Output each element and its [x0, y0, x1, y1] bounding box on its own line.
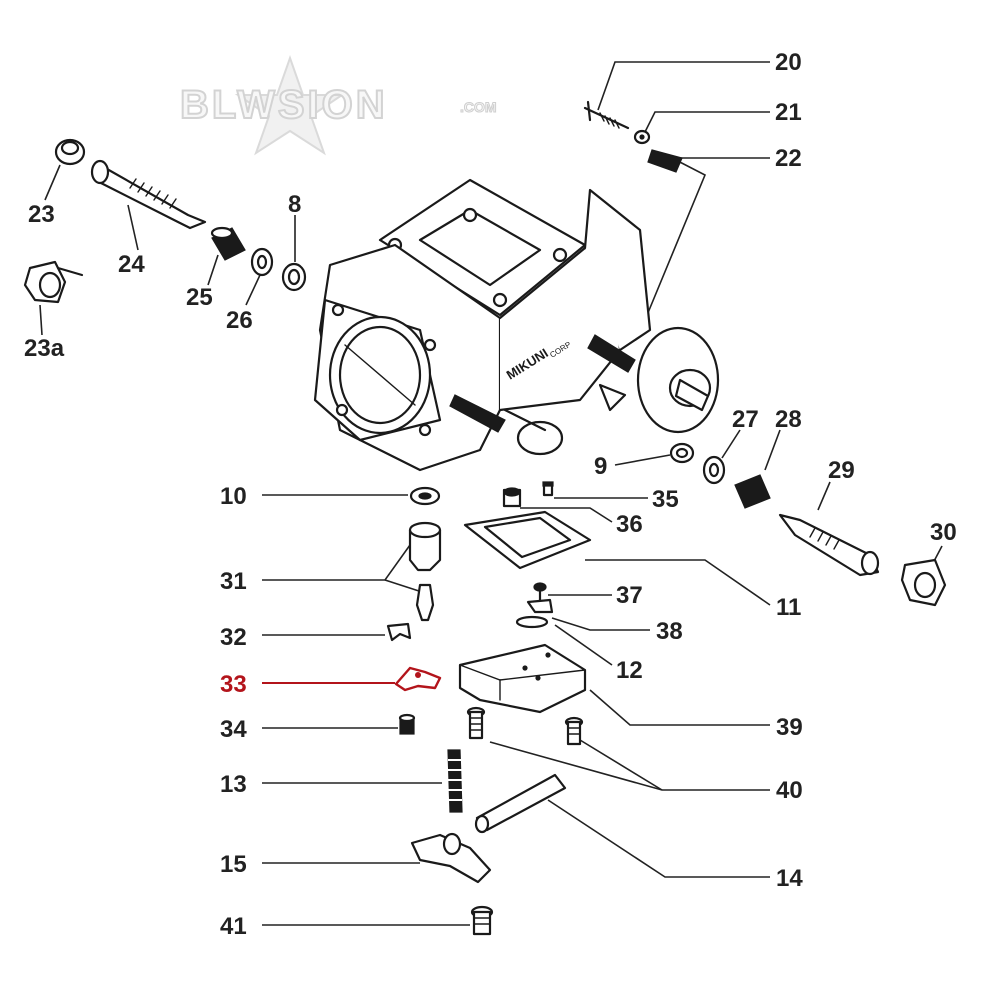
part-30-cap: [900, 558, 947, 607]
part-37-screw: [533, 582, 547, 602]
callout-23a: 23a: [24, 335, 65, 362]
callout-38: 38: [656, 618, 683, 645]
part-28-spring: [734, 474, 771, 509]
part-22-spring: [647, 149, 683, 173]
blowsion-logo: BLWSION .COM: [179, 54, 497, 156]
logo-text: BLWSION: [180, 83, 388, 127]
part-34-screw: [398, 713, 416, 735]
carburetor-body: MIKUNI CORP: [313, 178, 720, 472]
part-25-spring: [210, 226, 246, 261]
part-24-needle-screw: [90, 159, 207, 230]
part-23a-cap: [23, 260, 84, 304]
callout-14: 14: [776, 865, 803, 892]
callout-15: 15: [220, 851, 247, 878]
callout-37: 37: [616, 582, 643, 609]
callout-26: 26: [226, 307, 253, 334]
part-21-washer: [633, 129, 651, 145]
callout-39: 39: [776, 714, 803, 741]
part-8-oring: [281, 262, 307, 292]
callout-28: 28: [775, 406, 802, 433]
callout-34: 34: [220, 716, 247, 743]
part-38-clip: [526, 598, 554, 614]
part-12-oring: [515, 615, 549, 629]
callout-41: 41: [220, 913, 247, 940]
callout-27: 27: [732, 406, 759, 433]
part-11-gasket: [463, 510, 592, 570]
part-39-float: [458, 643, 587, 714]
part-10-oring: [409, 486, 441, 506]
part-27-washer: [702, 455, 726, 485]
part-36-jet: [502, 487, 522, 508]
part-33-lever-arm: [394, 666, 442, 692]
callout-11: 11: [776, 594, 801, 621]
callout-30: 30: [930, 519, 957, 546]
callout-33: 33: [220, 671, 247, 698]
callout-23: 23: [28, 201, 55, 228]
callout-21: 21: [775, 99, 802, 126]
callout-10: 10: [220, 483, 247, 510]
part-41-screw: [470, 905, 494, 936]
callout-32: 32: [220, 624, 247, 651]
callout-36: 36: [616, 511, 643, 538]
part-15-float-arm: [410, 832, 492, 884]
callout-9: 9: [594, 453, 607, 480]
part-32-clip: [386, 622, 412, 642]
callout-25: 25: [186, 284, 213, 311]
callout-29: 29: [828, 457, 855, 484]
part-23-cap: [54, 138, 86, 166]
callout-12: 12: [616, 657, 643, 684]
callout-13: 13: [220, 771, 247, 798]
callout-22: 22: [775, 145, 802, 172]
part-26-washer: [250, 247, 274, 277]
callout-8: 8: [288, 191, 301, 218]
logo-suffix: .COM: [460, 99, 497, 115]
part-29-needle-screw: [778, 513, 880, 577]
part-14-pin: [474, 773, 567, 834]
part-9-washer: [669, 442, 695, 464]
callout-labels: 20 21 22 23 24 25 26 8 23a 27 28 29 30 9…: [24, 49, 957, 940]
callout-24: 24: [118, 251, 145, 278]
callout-35: 35: [652, 486, 679, 513]
part-13-spring: [447, 749, 463, 813]
part-35-screw: [542, 481, 554, 497]
callout-31: 31: [220, 568, 247, 595]
callout-20: 20: [775, 49, 802, 76]
part-20-pin: [583, 100, 630, 130]
leader-lines: [39, 61, 943, 926]
part-40-screws: [466, 706, 584, 746]
part-31-needle-valve: [408, 521, 442, 622]
callout-40: 40: [776, 777, 803, 804]
